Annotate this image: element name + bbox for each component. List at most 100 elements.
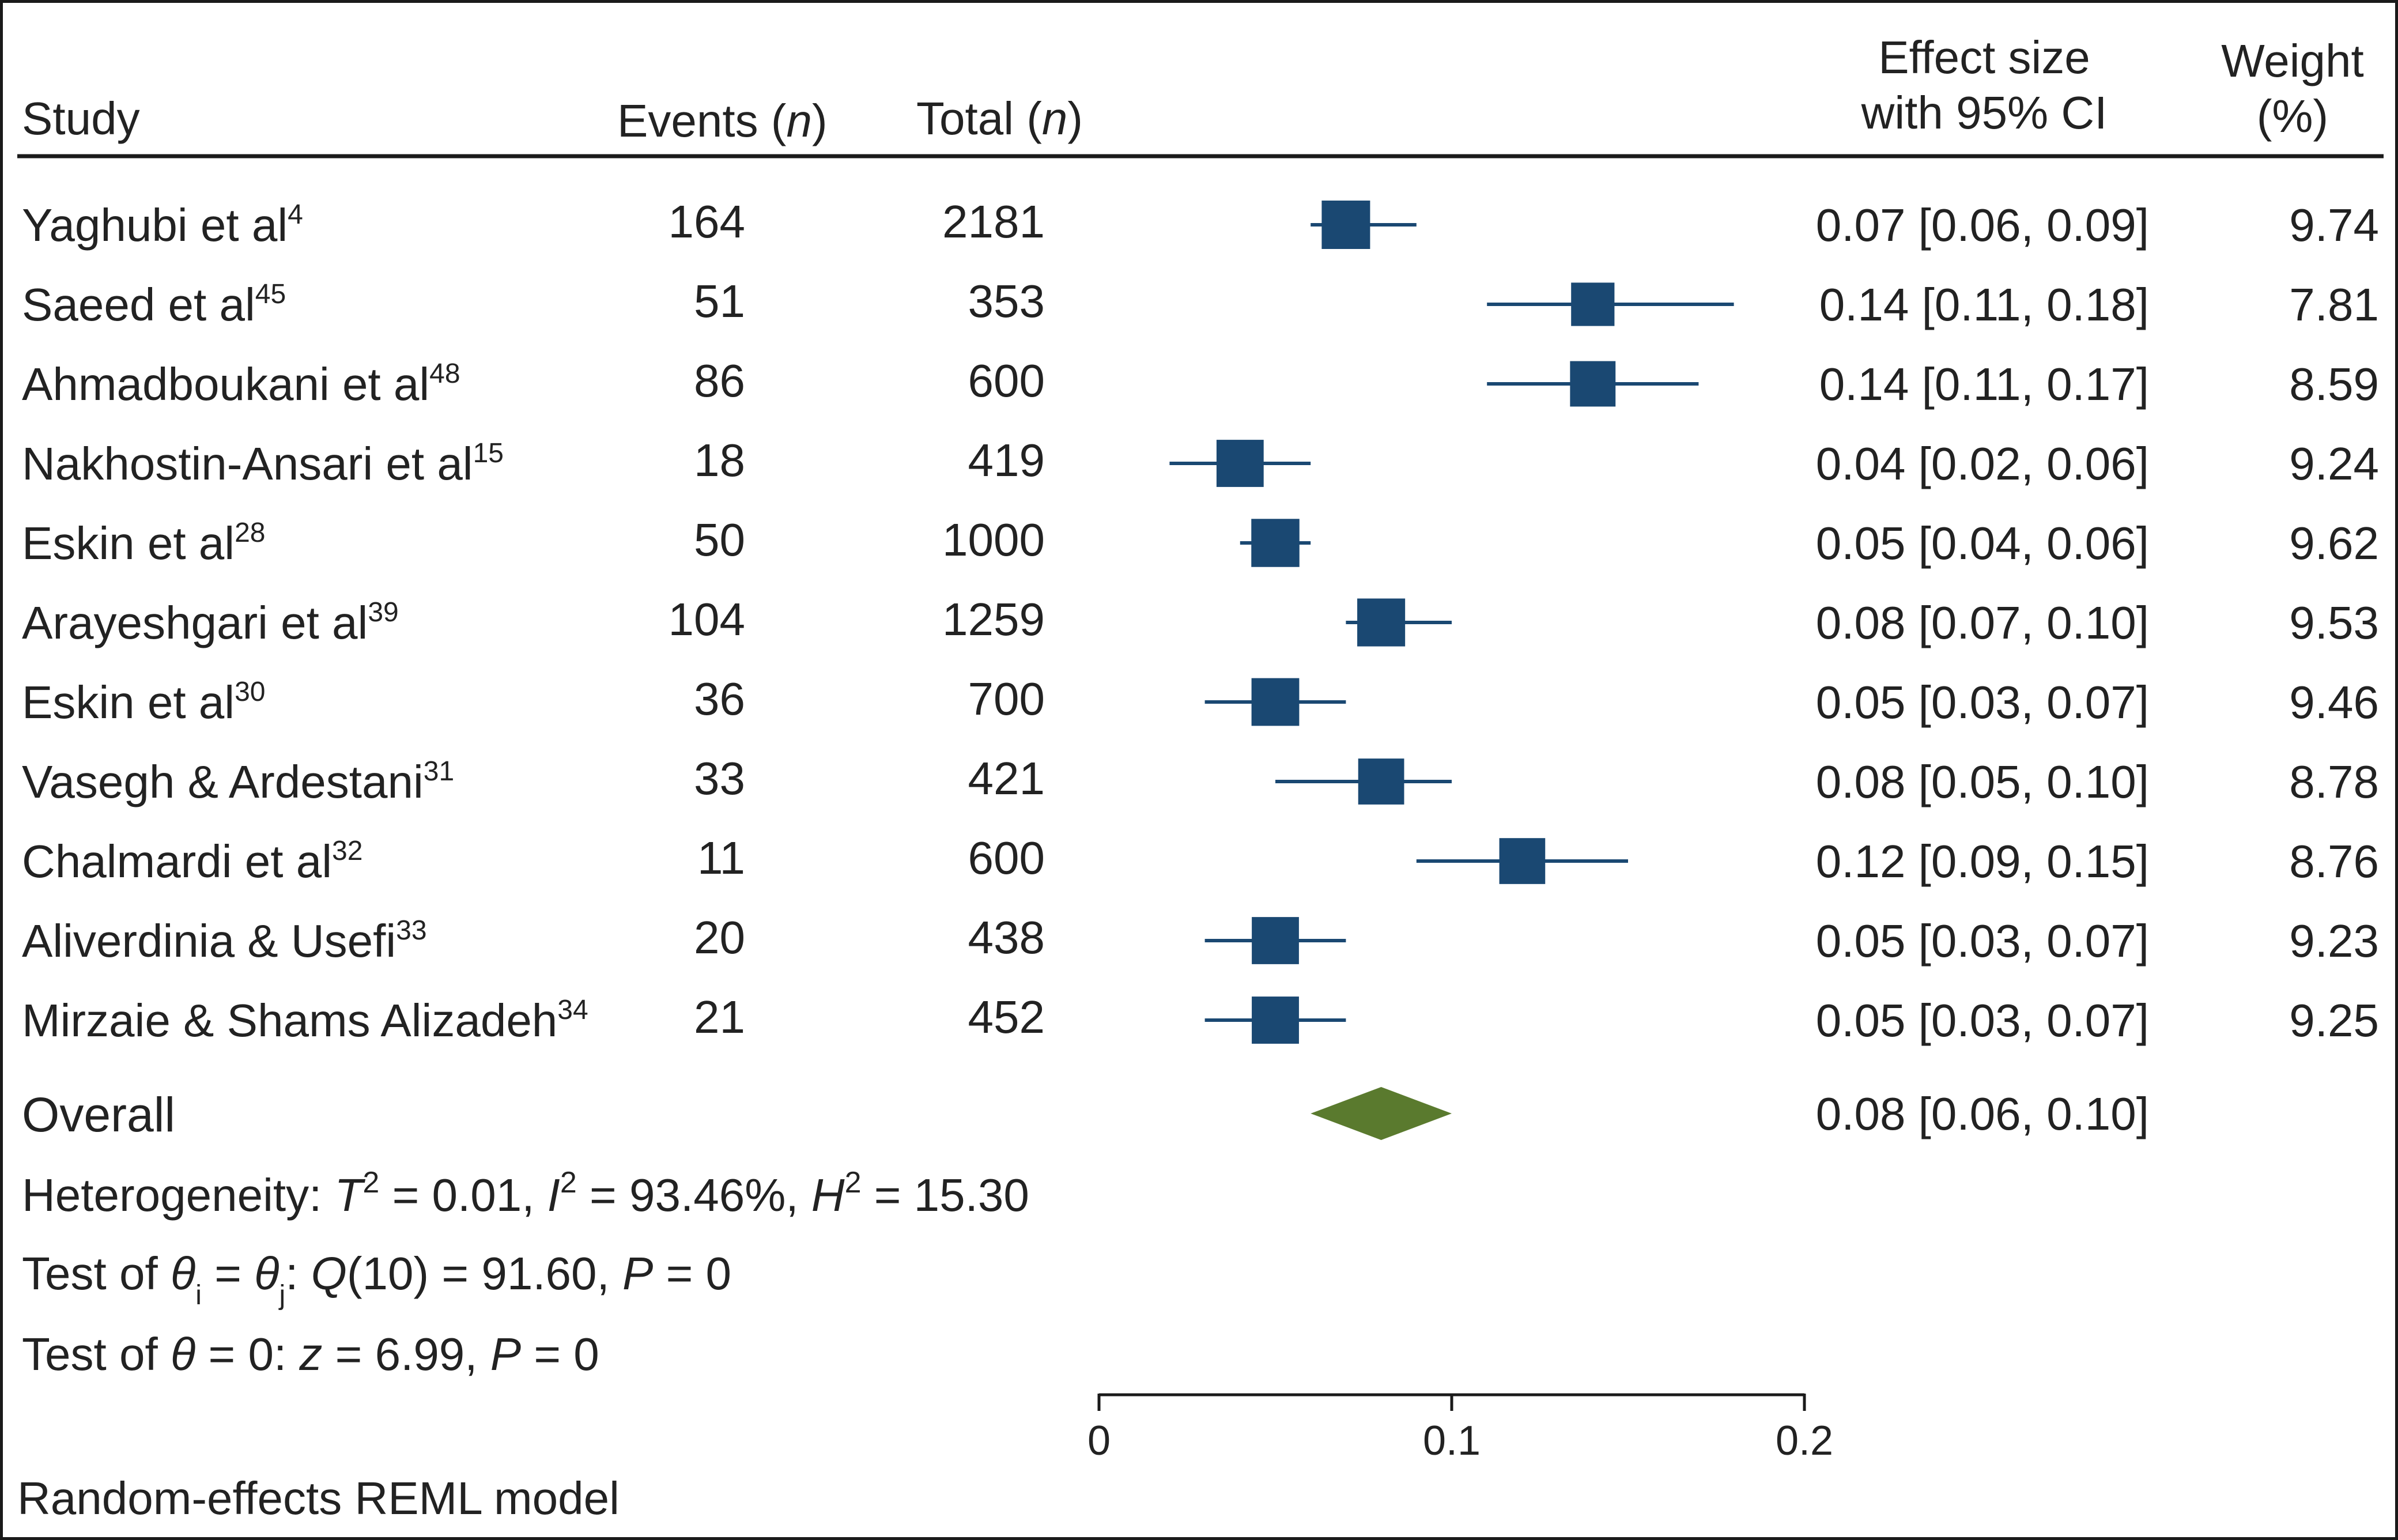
- effect-size-value: 0.05 [0.04, 0.06]: [1816, 518, 2149, 569]
- effect-size-value: 0.05 [0.03, 0.07]: [1816, 995, 2149, 1046]
- overall-label: Overall: [22, 1088, 175, 1142]
- total-value: 452: [968, 991, 1045, 1043]
- study-rows: Yaghubi et al4 164 2181 0.07 [0.06, 0.09] 9.…: [22, 196, 2379, 1046]
- weight-value: 9.24: [2289, 438, 2379, 489]
- header-effect-ci: with 95% CI: [1861, 87, 2108, 138]
- effect-marker: [1499, 838, 1546, 884]
- weight-value: 8.78: [2289, 756, 2379, 807]
- effect-marker: [1358, 758, 1404, 805]
- study-name: Aliverdinia & Usefi33: [22, 915, 427, 967]
- events-value: 50: [694, 514, 745, 565]
- events-value: 20: [694, 912, 745, 963]
- effect-marker: [1216, 440, 1264, 487]
- total-value: 600: [968, 355, 1045, 406]
- total-value: 2181: [942, 196, 1045, 247]
- weight-value: 9.62: [2289, 518, 2379, 569]
- effect-size-value: 0.08 [0.07, 0.10]: [1816, 597, 2149, 648]
- study-name: Eskin et al28: [22, 518, 265, 569]
- effect-size-value: 0.05 [0.03, 0.07]: [1816, 677, 2149, 728]
- study-row: Ahmadboukani et al48 86 600 0.14 [0.11, 0.1…: [22, 355, 2379, 410]
- events-value: 104: [669, 594, 745, 645]
- study-row: Chalmardi et al32 11 600 0.12 [0.09, 0.15] 8…: [22, 832, 2379, 887]
- total-value: 421: [968, 753, 1045, 804]
- study-name: Arayeshgari et al39: [22, 597, 399, 648]
- test-theta-zero-line: Test of θ = 0: z = 6.99, P = 0: [22, 1328, 599, 1380]
- study-row: Mirzaie & Shams Alizadeh34 21 452 0.05 [0.0…: [22, 991, 2379, 1046]
- effect-size-value: 0.07 [0.06, 0.09]: [1816, 199, 2149, 251]
- overall-effect: 0.08 [0.06, 0.10]: [1816, 1088, 2149, 1139]
- total-value: 700: [968, 673, 1045, 724]
- study-name: Saeed et al45: [22, 279, 286, 330]
- effect-marker: [1357, 598, 1406, 647]
- total-value: 438: [968, 912, 1045, 963]
- effect-size-value: 0.05 [0.03, 0.07]: [1816, 915, 2149, 967]
- effect-size-value: 0.12 [0.09, 0.15]: [1816, 836, 2149, 887]
- statistics: Heterogeneity: T2 = 0.01, I2 = 93.46%, H…: [22, 1166, 1029, 1380]
- study-name: Ahmadboukani et al48: [22, 358, 460, 410]
- effect-size-value: 0.04 [0.02, 0.06]: [1816, 438, 2149, 489]
- study-row: Nakhostin-Ansari et al15 18 419 0.04 [0.02,…: [22, 435, 2379, 489]
- total-value: 353: [968, 275, 1045, 327]
- study-row: Saeed et al45 51 353 0.14 [0.11, 0.18] 7.81: [22, 275, 2379, 330]
- study-name: Eskin et al30: [22, 677, 265, 728]
- header-study: Study: [22, 93, 140, 144]
- study-row: Arayeshgari et al39 104 1259 0.08 [0.07, 0.…: [22, 594, 2379, 648]
- forest-plot: Study Events (n) Total (n) Effect size w…: [17, 32, 2384, 1524]
- weight-value: 9.46: [2289, 677, 2379, 728]
- header-effect-size: Effect size: [1878, 32, 2090, 83]
- study-name: Vasegh & Ardestani31: [22, 756, 454, 807]
- total-value: 419: [968, 435, 1045, 486]
- study-row: Eskin et al28 50 1000 0.05 [0.04, 0.06] 9.62: [22, 514, 2379, 569]
- weight-value: 8.59: [2289, 358, 2379, 410]
- effect-size-value: 0.14 [0.11, 0.18]: [1819, 279, 2149, 330]
- effect-size-value: 0.14 [0.11, 0.17]: [1819, 358, 2149, 410]
- total-value: 600: [968, 832, 1045, 884]
- study-row: Aliverdinia & Usefi33 20 438 0.05 [0.03, 0.…: [22, 912, 2379, 967]
- effect-marker: [1570, 361, 1616, 407]
- weight-value: 9.23: [2289, 915, 2379, 967]
- study-name: Yaghubi et al4: [22, 199, 303, 251]
- weight-value: 9.74: [2289, 199, 2379, 251]
- events-value: 18: [694, 435, 745, 486]
- effect-marker: [1251, 519, 1300, 567]
- study-row: Eskin et al30 36 700 0.05 [0.03, 0.07] 9.46: [22, 673, 2379, 728]
- heterogeneity-line: Heterogeneity: T2 = 0.01, I2 = 93.46%, H…: [22, 1166, 1029, 1221]
- effect-marker: [1251, 678, 1300, 726]
- weight-value: 9.53: [2289, 597, 2379, 648]
- overall-diamond: [1311, 1087, 1452, 1140]
- study-name: Mirzaie & Shams Alizadeh34: [22, 995, 588, 1046]
- total-value: 1259: [942, 594, 1045, 645]
- x-tick-label: 0.2: [1776, 1418, 1833, 1464]
- model-footnote: Random-effects REML model: [17, 1473, 620, 1524]
- x-tick-label: 0: [1087, 1418, 1111, 1464]
- events-value: 51: [694, 275, 745, 327]
- events-value: 21: [694, 991, 745, 1043]
- events-value: 33: [694, 753, 745, 804]
- effect-marker: [1321, 201, 1370, 249]
- study-name: Chalmardi et al32: [22, 836, 362, 887]
- weight-value: 9.25: [2289, 995, 2379, 1046]
- x-tick-label: 0.1: [1423, 1418, 1481, 1464]
- total-value: 1000: [942, 514, 1045, 565]
- header-weight: Weight: [2221, 35, 2364, 86]
- table-header: Study Events (n) Total (n) Effect size w…: [22, 32, 2364, 146]
- effect-marker: [1571, 282, 1615, 326]
- events-value: 86: [694, 355, 745, 406]
- header-weight-unit: (%): [2257, 90, 2328, 142]
- effect-size-value: 0.08 [0.05, 0.10]: [1816, 756, 2149, 807]
- events-value: 36: [694, 673, 745, 724]
- effect-marker: [1252, 997, 1299, 1044]
- study-row: Vasegh & Ardestani31 33 421 0.08 [0.05, 0.1…: [22, 753, 2379, 807]
- events-value: 164: [669, 196, 745, 247]
- effect-marker: [1252, 917, 1299, 964]
- study-name: Nakhostin-Ansari et al15: [22, 438, 504, 489]
- overall-row: Overall 0.08 [0.06, 0.10]: [22, 1087, 2149, 1142]
- test-homogeneity-line: Test of θi = θj: Q(10) = 91.60, P = 0: [22, 1248, 731, 1311]
- weight-value: 7.81: [2289, 279, 2379, 330]
- weight-value: 8.76: [2289, 836, 2379, 887]
- header-total: Total (n): [916, 93, 1083, 144]
- header-events: Events (n): [617, 95, 828, 146]
- events-value: 11: [697, 832, 745, 884]
- x-axis: 0 0.1 0.2: [1087, 1393, 1833, 1464]
